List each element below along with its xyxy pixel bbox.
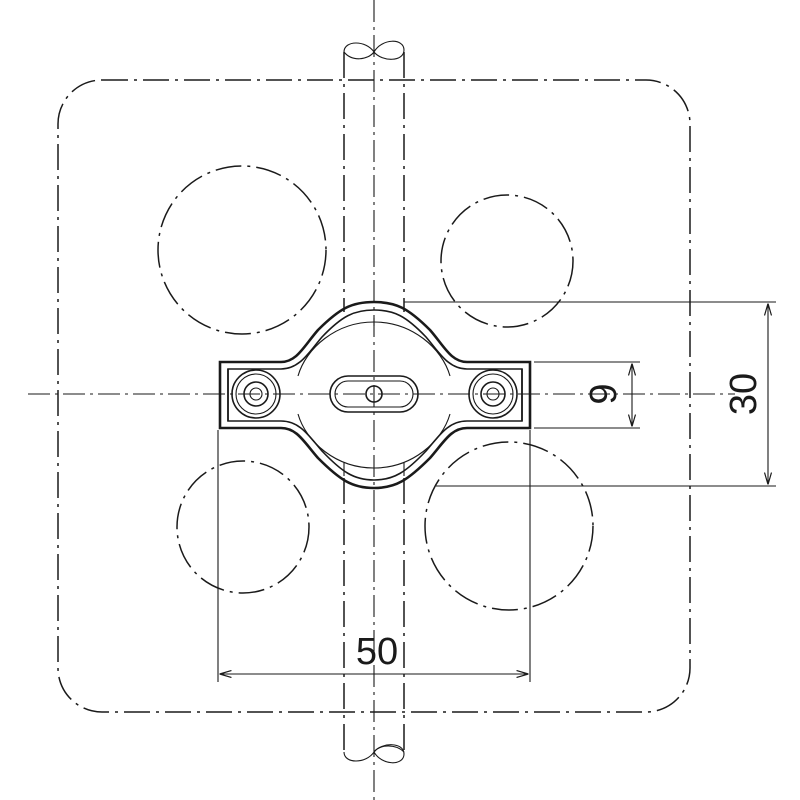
center-slot (329, 375, 419, 413)
pipe-break-bottom (343, 744, 405, 764)
knockout-circle-top-right (440, 194, 574, 328)
pipe-clamp (218, 300, 532, 490)
dimension-width: 50 (217, 430, 531, 682)
dimension-height-label: 30 (723, 373, 765, 415)
dimension-flange: 9 (534, 361, 640, 429)
knockout-circle-bottom-right (424, 441, 594, 611)
screw-left (231, 369, 281, 419)
knockout-circle-bottom-left (176, 460, 310, 594)
dimension-flange-label: 9 (583, 383, 625, 404)
pipe-break-top-back (343, 51, 375, 60)
dimension-width-label: 50 (356, 631, 398, 673)
dimension-height: 30 (404, 301, 776, 487)
pipe (343, 52, 405, 752)
pipe-break-top (343, 40, 405, 60)
knockout-circle-top-left (157, 165, 327, 335)
screw-right (468, 369, 518, 419)
pipe-break-bottom-back (373, 745, 405, 753)
